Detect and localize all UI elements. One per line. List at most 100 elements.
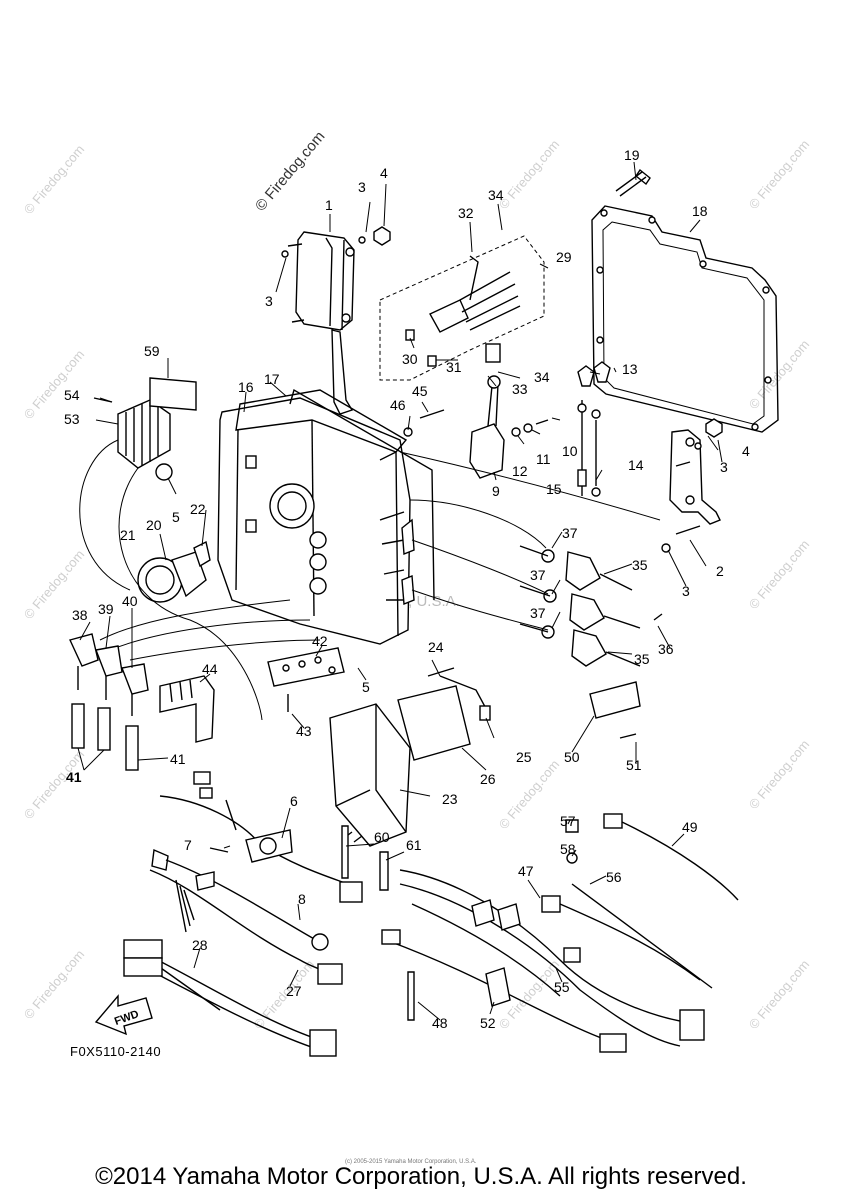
micro-copyright: (c) 2005-2015 Yamaha Motor Corporation, … [345,1159,477,1165]
wire-harness [99,599,321,661]
callout-18: 18 [692,203,708,219]
lead-wire [577,361,611,497]
callout-34: 34 [534,369,550,385]
callout-35: 35 [632,557,648,573]
callout-45: 45 [412,383,428,399]
callout-4: 4 [380,165,388,181]
callout-44: 44 [202,661,218,677]
wire-harness [79,439,263,721]
watermark: © Firedog.com [252,128,328,214]
callout-38: 38 [72,607,88,623]
drawing-code: F0X5110-2140 [70,1044,162,1059]
bolt [615,168,651,197]
callout-1: 1 [325,197,333,213]
rectifier [403,375,549,479]
callout-61: 61 [406,837,422,853]
callout-19: 19 [624,147,640,163]
callout-3: 3 [358,179,366,195]
callout-labels: 1 2 3 3 3 3 4 4 5 5 6 7 8 9 10 11 12 13 … [64,147,750,1031]
main-switch [137,540,211,603]
cable [565,813,739,989]
callout-58: 58 [560,841,576,857]
callout-3: 3 [265,293,273,309]
bus-bar [267,647,345,712]
callout-6: 6 [290,793,298,809]
callout-25: 25 [516,749,532,765]
callout-14: 14 [628,457,644,473]
wire-harness [409,499,549,631]
callout-47: 47 [518,863,534,879]
callout-32: 32 [458,205,474,221]
callout-42: 42 [312,633,328,649]
callout-46: 46 [390,397,406,413]
watermark: © Firedog.com [21,947,87,1022]
main-harness [159,771,363,903]
callout-35: 35 [634,651,650,667]
wire-harness [399,451,661,521]
callout-33: 33 [512,381,528,397]
callout-2: 2 [716,563,724,579]
copyright-notice: ©2014 Yamaha Motor Corporation, U.S.A. A… [95,1163,747,1190]
cdi-unit [329,703,411,847]
callout-9: 9 [492,483,500,499]
callout-52: 52 [480,1015,496,1031]
callout-26: 26 [480,771,496,787]
watermark: © Firedog.com [746,737,812,812]
callout-54: 54 [64,387,80,403]
callout-59: 59 [144,343,160,359]
watermark: © Firedog.com [496,757,562,832]
terminal-cover [159,675,215,743]
watermark: © Firedog.com [496,137,562,212]
callout-20: 20 [146,517,162,533]
watermark: © Firedog.com [251,957,317,1032]
watermark: © Firedog.com [746,337,812,412]
callout-56: 56 [606,869,622,885]
callout-12: 12 [512,463,528,479]
leader-lines [77,161,723,1021]
wire-harness [381,869,705,1053]
callout-28: 28 [192,937,208,953]
spark-plug-cap [69,633,149,716]
callout-40: 40 [122,593,138,609]
cable-tie [341,825,415,1021]
callout-41: 41 [66,769,82,785]
callout-41: 41 [170,751,186,767]
bolt [619,733,637,739]
callout-55: 55 [554,979,570,995]
callout-34: 34 [488,187,504,203]
callout-3: 3 [720,459,728,475]
bracket [281,226,391,415]
callout-15: 15 [546,481,562,497]
regulator-bracket [379,235,545,381]
callout-21: 21 [120,527,136,543]
callout-5: 5 [362,679,370,695]
callout-8: 8 [298,891,306,907]
callout-39: 39 [98,601,114,617]
callout-50: 50 [564,749,580,765]
wire-harness [123,848,343,1057]
callout-53: 53 [64,411,80,427]
callout-23: 23 [442,791,458,807]
callout-29: 29 [556,249,572,265]
watermark: © Firedog.com [746,957,812,1032]
callout-16: 16 [238,379,254,395]
callout-37: 37 [562,525,578,541]
callout-27: 27 [286,983,302,999]
callout-3: 3 [682,583,690,599]
callout-4: 4 [742,443,750,459]
callout-49: 49 [682,819,698,835]
callout-36: 36 [658,641,674,657]
label-plate [149,377,197,411]
regulator [93,377,197,481]
electrical-box [217,388,435,645]
callout-57: 57 [560,813,576,829]
callout-13: 13 [622,361,638,377]
callout-10: 10 [562,443,578,459]
callout-5: 5 [172,509,180,525]
gasket [591,205,779,433]
callout-11: 11 [536,451,551,467]
callout-37: 37 [530,567,546,583]
callout-51: 51 [626,757,642,773]
callout-48: 48 [432,1015,448,1031]
